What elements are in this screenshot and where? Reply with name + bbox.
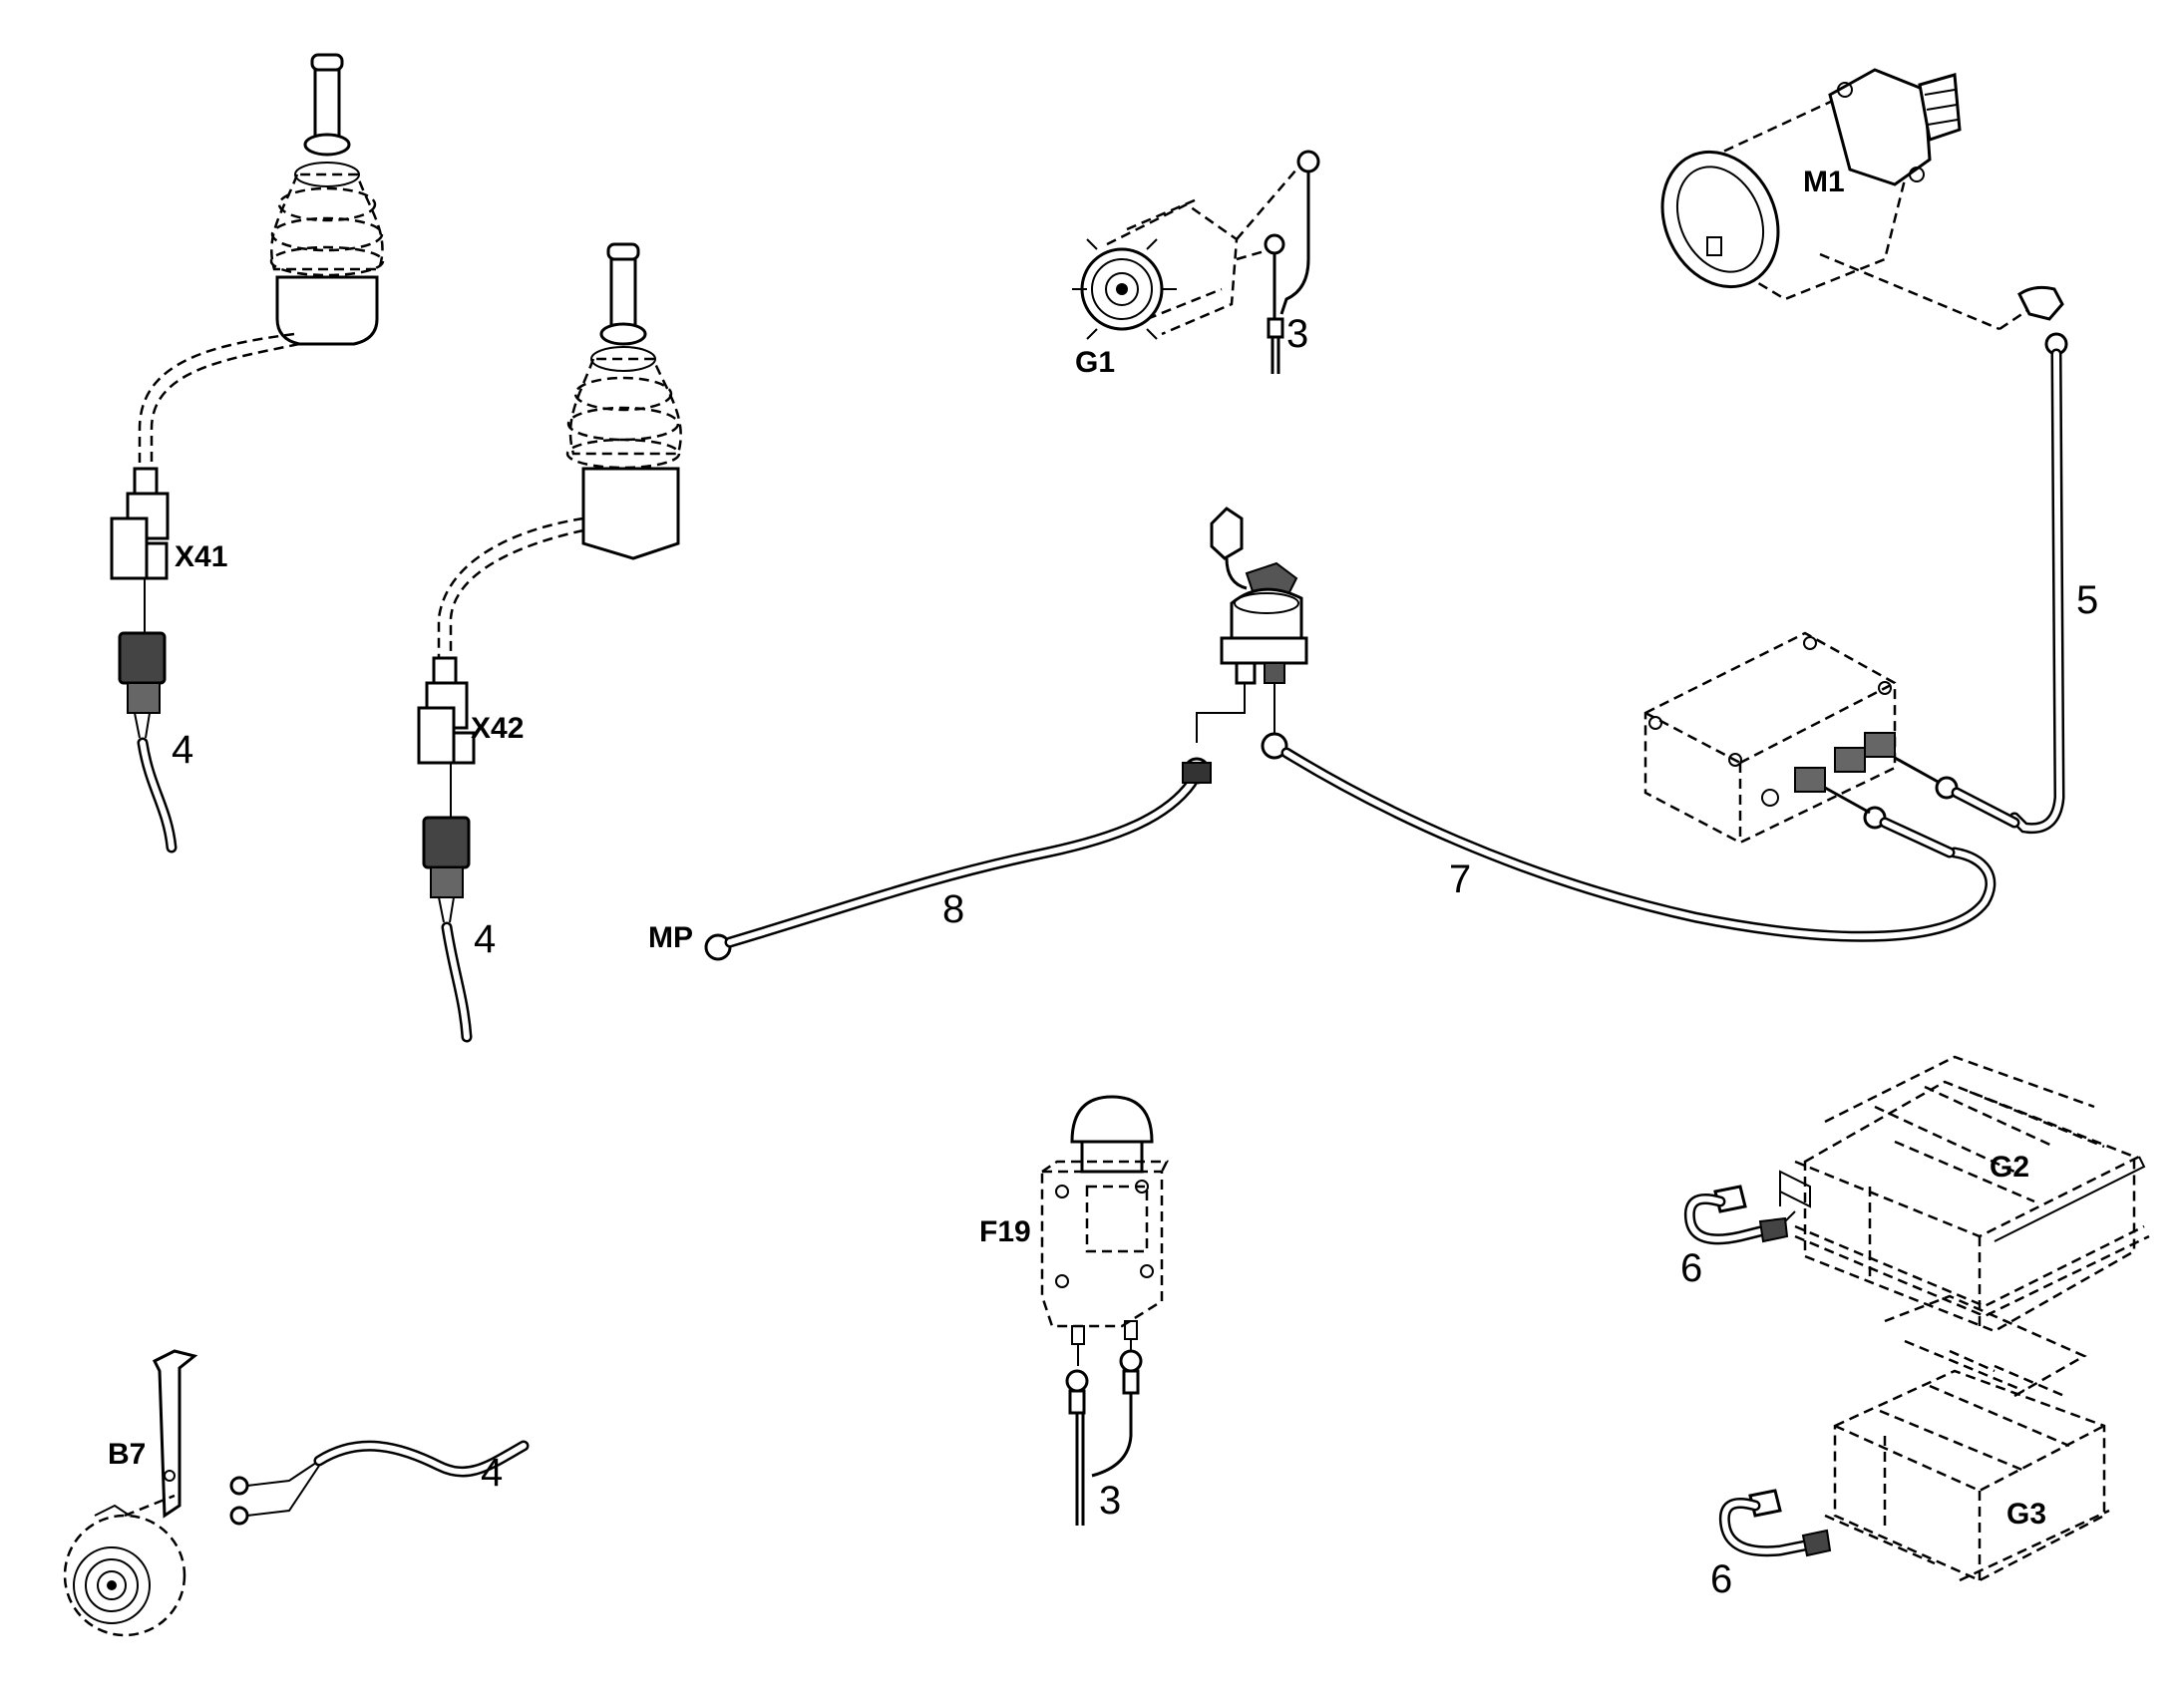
cable-item6-g2 [1683,1185,1789,1245]
item-number-3-alternator: 3 [1286,312,1308,356]
joystick-x41 [138,53,385,469]
cable-item3-fuse [1065,1349,1143,1526]
item-number-4-x41: 4 [172,728,193,772]
label-x42: X42 [471,712,524,745]
cable-item3-alternator [1264,150,1320,374]
label-m1: M1 [1803,166,1845,198]
label-g2: G2 [1990,1151,2029,1184]
item-number-6-g2: 6 [1680,1246,1702,1290]
cable-item5 [2008,285,2068,835]
item-number-8: 8 [942,887,964,931]
item-number-4-x42: 4 [474,917,496,961]
connector-x41 [110,467,178,854]
label-g1: G1 [1075,346,1115,379]
item-number-3-fuse: 3 [1099,1479,1121,1523]
cable-item4-horn [229,1440,530,1526]
battery-pack-g3 [1824,1294,2110,1582]
label-mp: MP [648,921,693,954]
joystick-x42 [437,242,682,658]
junction-box [1643,631,2020,858]
item-number-7: 7 [1449,857,1471,901]
horn-b7 [63,1349,198,1637]
cable-item6-g3 [1718,1489,1832,1557]
starter-motor-m1 [1660,68,2030,331]
battery-isolator-switch [1196,507,1308,743]
label-g3: G3 [2006,1498,2046,1531]
item-number-4-horn: 4 [481,1451,503,1495]
label-f19: F19 [979,1215,1031,1248]
cable-item7 [1261,732,1997,942]
cable-item8 [704,757,1212,961]
connector-x42 [417,656,476,1043]
label-b7: B7 [108,1438,146,1471]
circuit-breaker-f19 [1040,1095,1170,1366]
item-number-5: 5 [2076,578,2098,622]
battery-pack-g2 [1779,1055,2150,1333]
label-x41: X41 [175,540,227,573]
alternator-g1 [1072,169,1297,340]
item-number-6-g3: 6 [1710,1557,1732,1601]
